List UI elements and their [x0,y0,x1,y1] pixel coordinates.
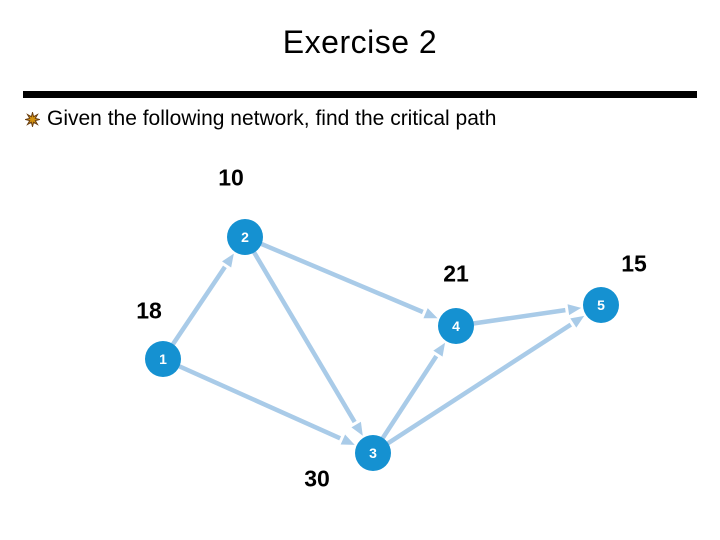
edge-4-5 [455,307,566,329]
arrowhead-3-5-icon [570,315,585,328]
node-5-label: 5 [597,297,605,313]
node-3-label: 3 [369,445,377,461]
node-2 [227,219,263,255]
edge-3-5 [371,322,573,455]
bullet-text: Given the following network, find the cr… [47,107,497,130]
page-title: Exercise 2 [282,24,438,60]
arrowhead-4-5-icon [567,304,582,316]
node-2-label: 2 [241,229,249,245]
edge-2-4 [244,234,424,315]
edge-weight-label-21: 21 [443,260,469,286]
arrowhead-2-4-icon [423,308,438,319]
node-5 [583,287,619,323]
edge-3-4 [371,354,439,455]
edge-weight-label-30: 30 [304,465,330,491]
node-4 [438,308,474,344]
edge-weight-label-15: 15 [621,250,647,276]
star-bullet-icon [23,110,42,128]
arrowhead-2-3-icon [351,421,363,436]
bullet-line: Given the following network, find the cr… [23,107,497,131]
edge-weight-label-10: 10 [218,164,244,190]
title-divider [23,91,697,98]
edge-weight-label-18: 18 [136,297,162,323]
node-1 [145,341,181,377]
arrowhead-1-3-icon [340,434,355,445]
node-3 [355,435,391,471]
edge-1-3 [162,356,342,441]
node-4-label: 4 [452,318,460,334]
arrowhead-3-4-icon [433,342,446,357]
node-1-label: 1 [159,351,167,367]
edge-2-3 [243,235,357,424]
edge-1-2 [161,265,227,361]
arrowhead-1-2-icon [222,253,234,268]
